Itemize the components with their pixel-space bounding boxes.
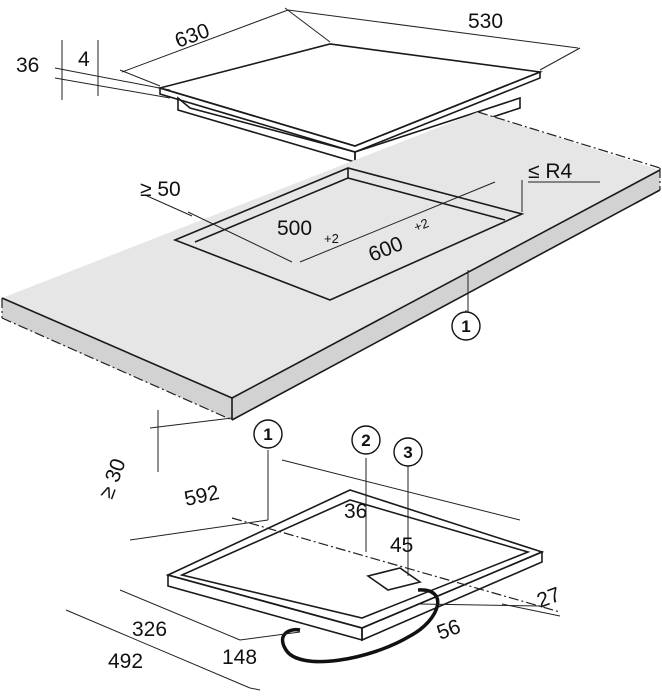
countertop-front — [2, 298, 232, 420]
svg-text:1: 1 — [461, 317, 470, 336]
dim-45: 45 — [390, 534, 413, 557]
countertop — [1, 111, 661, 421]
dim-36-bottom: 36 — [344, 500, 367, 523]
bottom-dimensions — [65, 450, 561, 691]
svg-text:2: 2 — [361, 431, 370, 450]
dim-500: 500 — [277, 217, 312, 240]
dim-min-50: ≥ 50 — [140, 178, 181, 201]
bottom-hob-inner — [179, 499, 531, 619]
dim-592: 592 — [182, 481, 221, 511]
svg-text:3: 3 — [403, 443, 412, 462]
bottom-hob — [165, 489, 545, 664]
callout-bottom-2: 2 — [351, 425, 381, 455]
top-hob — [157, 43, 544, 164]
hob-glass-top — [157, 43, 544, 147]
top-hob-dimensions — [54, 7, 581, 100]
callout-countertop: 1 — [451, 310, 481, 341]
power-cable — [280, 588, 440, 664]
callout-bottom-3: 3 — [393, 437, 423, 467]
dim-36-top: 36 — [16, 54, 39, 77]
dim-492: 492 — [108, 650, 143, 673]
dim-4: 4 — [78, 48, 90, 71]
worktop-thickness-dimension — [149, 410, 233, 472]
cutout-dimensions — [144, 180, 600, 318]
bottom-hob-top — [165, 489, 545, 629]
hob-body-right — [354, 96, 521, 164]
dim-600-tolerance: +2 — [412, 215, 431, 234]
dim-500-tolerance: +2 — [324, 231, 339, 246]
svg-text:1: 1 — [263, 425, 272, 444]
dim-148: 148 — [222, 646, 257, 669]
callout-bottom-1: 1 — [253, 419, 283, 449]
countertop-cutout — [172, 167, 525, 301]
dim-530: 530 — [468, 10, 503, 33]
dim-326: 326 — [132, 618, 167, 641]
dim-27: 27 — [534, 583, 564, 613]
dim-r4: ≤ R4 — [528, 160, 573, 183]
dim-56: 56 — [434, 615, 464, 645]
bottom-hob-side — [167, 573, 363, 642]
dim-min-30: ≥ 30 — [95, 456, 131, 502]
countertop-top — [2, 112, 660, 398]
dim-630: 630 — [172, 19, 213, 53]
terminal-box — [366, 567, 422, 591]
countertop-right-side — [232, 170, 660, 420]
